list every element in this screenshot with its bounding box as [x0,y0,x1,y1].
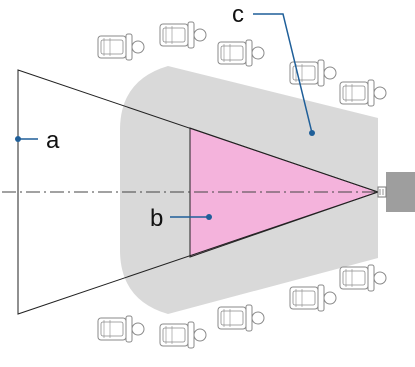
callout-c: c [232,1,315,136]
projector-icon [377,172,415,212]
theater-seat-icon [339,79,387,107]
label-b: b [150,205,163,232]
theater-seat-icon [217,304,265,332]
theater-seat-icon [97,33,145,61]
callout-a: a [15,127,60,154]
callout-b: b [150,205,212,232]
light-cone-outline [17,69,380,315]
theater-seat-icon [159,21,207,49]
theater-seat-icon [217,39,265,67]
theater-seat-icon [289,284,337,312]
label-a: a [46,127,60,154]
theater-seat-icon [339,264,387,292]
theater-seat-icon [159,321,207,349]
label-c: c [232,1,244,28]
theater-seat-icon [97,315,145,343]
